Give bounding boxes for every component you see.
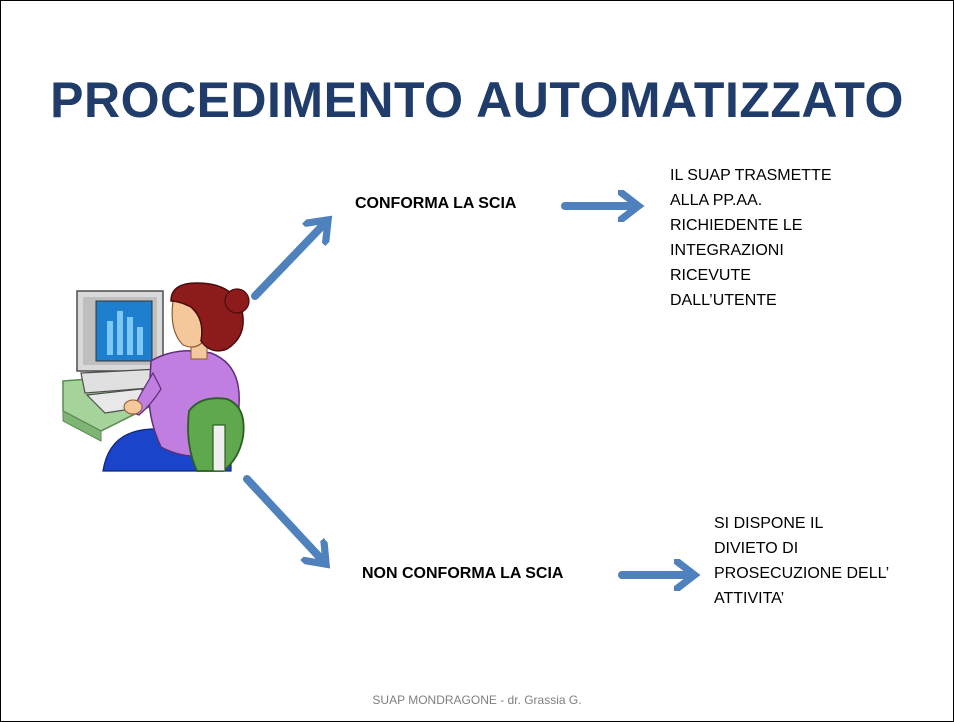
slide-footer: SUAP MONDRAGONE - dr. Grassia G.: [372, 693, 582, 707]
computer-user-clipart: [62, 282, 250, 472]
arrow-up-icon: [251, 221, 327, 300]
label-conforma: CONFORMA LA SCIA: [355, 195, 517, 212]
slide-title: PROCEDIMENTO AUTOMATIZZATO: [50, 72, 904, 128]
arrow-down-icon: [243, 475, 325, 563]
label-non-conforma: NON CONFORMA LA SCIA: [362, 565, 564, 582]
result-non-conforma: SI DISPONE IL DIVIETO DI PROSECUZIONE DE…: [714, 515, 890, 607]
result-conforma: IL SUAP TRASMETTE ALLA PP.AA. RICHIEDENT…: [670, 167, 832, 309]
